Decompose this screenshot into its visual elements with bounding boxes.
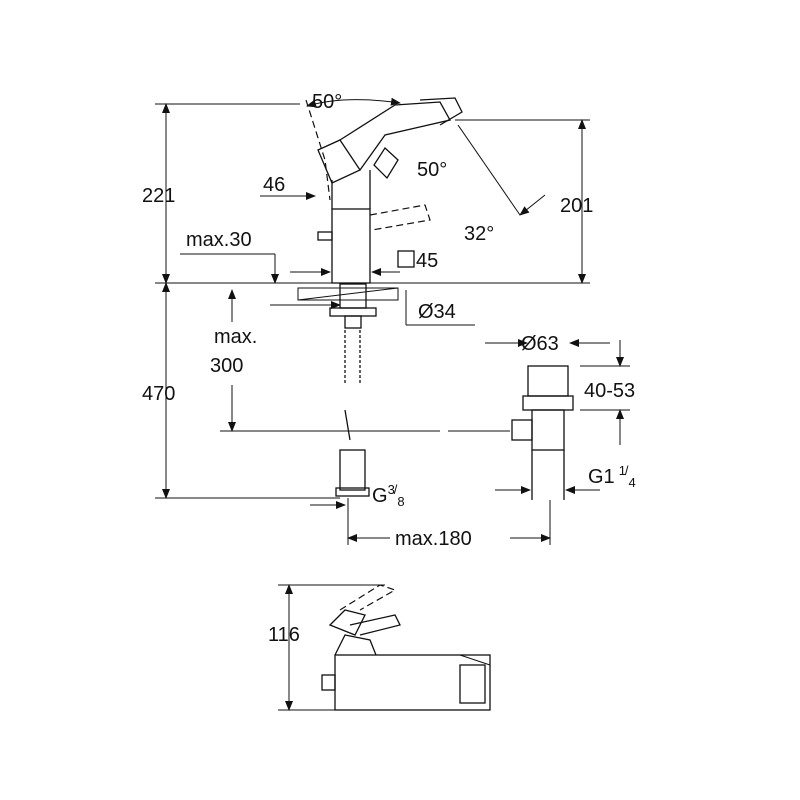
label-max-hose-bottom: 300 — [210, 355, 243, 377]
square-symbol — [397, 250, 415, 268]
label-116: 116 — [268, 624, 300, 646]
dim-spout-height: 201 — [400, 119, 593, 284]
label-max-hose-top: max. — [214, 326, 257, 348]
label-angle-50-side: 50° — [417, 159, 447, 181]
label-32: 32° — [464, 223, 494, 245]
label-max-reach: max.180 — [395, 528, 472, 550]
label-square-45: 45 — [416, 250, 438, 272]
label-max30: max.30 — [186, 229, 252, 251]
mounting-assembly — [220, 283, 510, 497]
faucet-side-view — [321, 584, 491, 711]
label-hole-diameter: Ø34 — [418, 301, 456, 323]
faucet-body — [305, 97, 463, 284]
label-470: 470 — [142, 383, 175, 405]
dim-total-height: 221 — [142, 103, 300, 284]
label-46: 46 — [263, 174, 285, 196]
label-221: 221 — [142, 185, 175, 207]
label-waste-diameter: Ø63 — [521, 333, 559, 355]
label-waste-range: 40-53 — [584, 380, 635, 402]
label-inlet-thread: G3/8 — [372, 482, 405, 509]
label-201: 201 — [560, 195, 593, 217]
pop-up-waste — [511, 365, 574, 500]
